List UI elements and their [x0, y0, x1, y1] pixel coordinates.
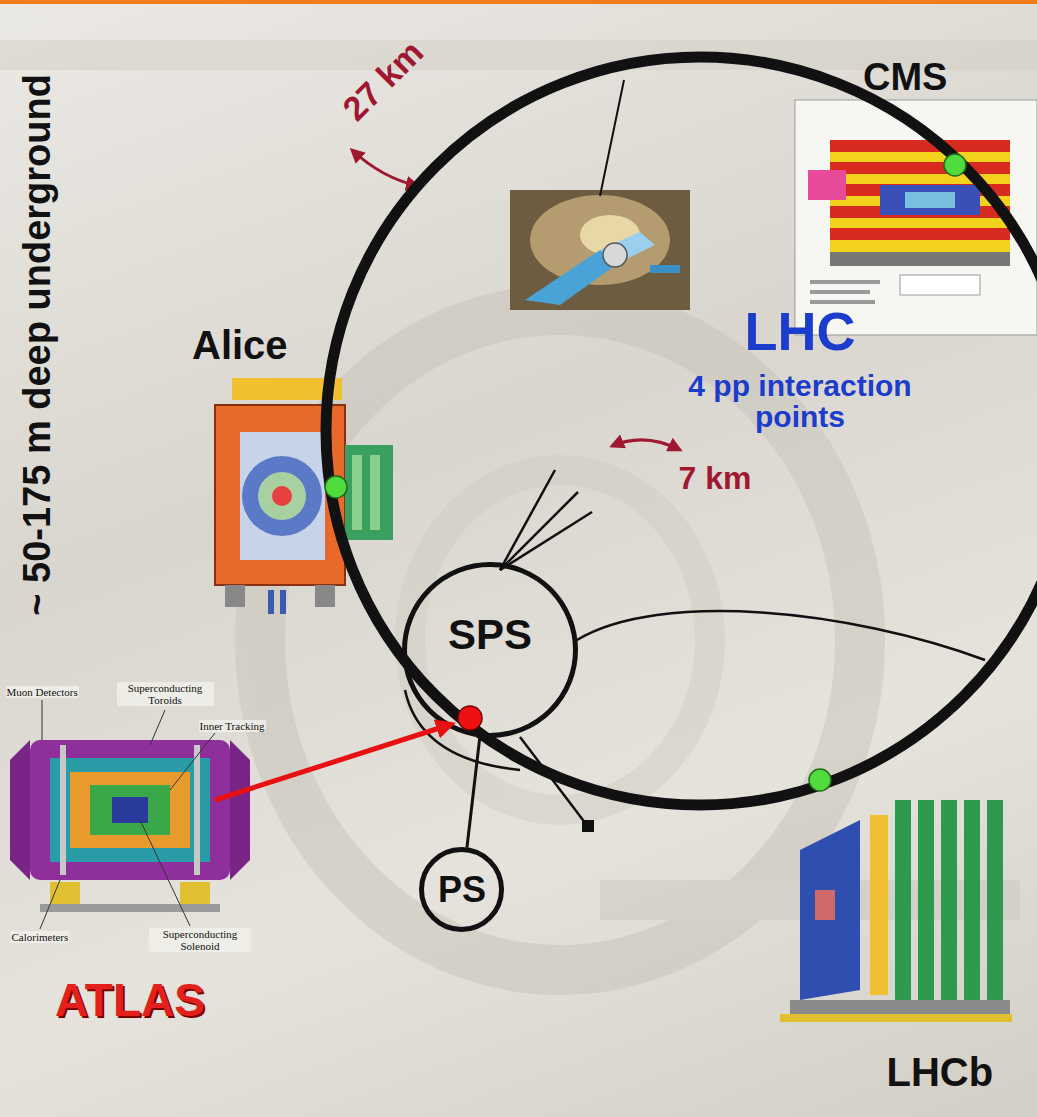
tunnel-ghost	[410, 470, 710, 810]
lhcb-detector	[987, 800, 1003, 1000]
ring-name: LHC	[745, 303, 856, 360]
accelerator-ring: PS	[419, 847, 504, 932]
alice-detector	[315, 585, 335, 607]
leader-line	[600, 80, 624, 196]
cms-detector	[830, 228, 1010, 240]
lhcb-detector	[800, 820, 860, 1000]
atlas-detector	[112, 797, 148, 823]
lhcb-detector	[780, 1014, 1012, 1022]
ring-name: PS	[438, 871, 486, 909]
tunnel-photo	[510, 190, 690, 310]
experiment-name: Alice	[192, 323, 288, 367]
lhcb-detector	[815, 890, 835, 920]
tunnel-photo	[650, 265, 680, 273]
atlas-detector	[230, 740, 250, 880]
atlas-detector	[194, 745, 200, 875]
ring-outline	[326, 57, 1037, 805]
part-label: Calorimeters	[11, 931, 70, 943]
alice-detector	[345, 445, 393, 540]
transfer-lines	[405, 470, 985, 824]
cms-detector	[830, 240, 1010, 252]
atlas-leader-lines	[140, 820, 190, 926]
cms-detector	[830, 252, 1010, 266]
ring-outline	[326, 57, 1037, 805]
transfer-lines	[500, 512, 592, 570]
interaction-point	[944, 154, 966, 176]
lhcb-detector	[941, 800, 957, 1000]
atlas-detector	[10, 740, 30, 880]
collider-ring: LHC 4 pp interaction points	[326, 57, 1037, 805]
alice-detector	[240, 432, 325, 560]
interaction-point	[325, 476, 347, 498]
atlas-detector	[60, 745, 66, 875]
cms-detector	[900, 275, 980, 295]
cms-detector	[830, 218, 1010, 228]
cms-detector	[830, 140, 1010, 152]
lhcb-detector	[918, 800, 934, 1000]
cms-detector	[810, 280, 880, 284]
alice-detector	[280, 590, 286, 614]
distance-label: 7 km	[679, 461, 752, 496]
alice-detector	[272, 486, 292, 506]
top-bar	[0, 0, 1037, 4]
cms-detector	[830, 152, 1010, 162]
transfer-lines	[500, 492, 578, 570]
alice-detector	[258, 472, 306, 520]
accelerator-ring: SPS	[402, 562, 578, 738]
alice-detector	[268, 590, 274, 614]
part-label: Inner Tracking	[199, 720, 266, 732]
atlas-detector	[180, 882, 210, 904]
transfer-lines	[577, 611, 985, 660]
cms-detector	[880, 185, 980, 215]
cms-detector	[830, 162, 1010, 174]
alice-detector	[242, 456, 322, 536]
part-label: Superconducting Solenoid	[149, 928, 251, 952]
atlas-detector	[40, 904, 220, 912]
tunnel-photo	[603, 243, 627, 267]
lhcb-detector	[895, 800, 911, 1000]
atlas-detector	[50, 758, 210, 862]
pointer-arrow	[215, 724, 452, 800]
atlas-detector	[70, 772, 190, 848]
beam-dump-symbol	[582, 820, 594, 832]
lhcb-detector	[780, 800, 1012, 1022]
ring-note: 4 pp interaction points	[675, 370, 925, 433]
depth-label: ~ 50-175 m deep underground	[17, 74, 59, 616]
cms-detector	[905, 192, 955, 208]
lhcb-detector	[790, 1000, 1010, 1014]
part-label: Superconducting Toroids	[117, 682, 214, 706]
atlas-leader-lines	[170, 733, 215, 790]
distance-arrow	[612, 440, 680, 450]
experiment-name: LHCb	[887, 1050, 994, 1094]
atlas-leader-lines	[42, 700, 43, 740]
alice-detector	[352, 455, 362, 530]
atlas-detector	[30, 740, 230, 880]
ring-outline	[422, 850, 502, 930]
atlas-leader-lines	[40, 880, 60, 929]
transfer-line	[467, 737, 480, 847]
alice-detector	[370, 455, 380, 530]
atlas-detector	[10, 740, 250, 912]
alice-detector	[225, 585, 245, 607]
distance-arrow	[352, 150, 418, 186]
lhcb-detector	[870, 815, 888, 995]
distance-label: 27 km	[336, 33, 431, 128]
transfer-lines	[500, 470, 555, 570]
atlas-leader-lines	[40, 700, 215, 929]
experiment-name: CMS	[863, 57, 947, 99]
ring-outline	[405, 565, 576, 736]
experiment-name: ATLAS	[55, 975, 205, 1026]
part-label: Muon Detectors	[6, 686, 79, 698]
interaction-point	[809, 769, 831, 791]
atlas-detector	[90, 785, 170, 835]
tunnel-photo	[510, 190, 690, 310]
lhcb-detector	[964, 800, 980, 1000]
atlas-leader-lines	[150, 710, 165, 745]
ring-name: SPS	[448, 613, 532, 657]
cms-detector	[808, 170, 846, 200]
alice-detector	[215, 378, 393, 614]
interaction-point	[458, 706, 482, 730]
cms-detector	[810, 290, 870, 294]
